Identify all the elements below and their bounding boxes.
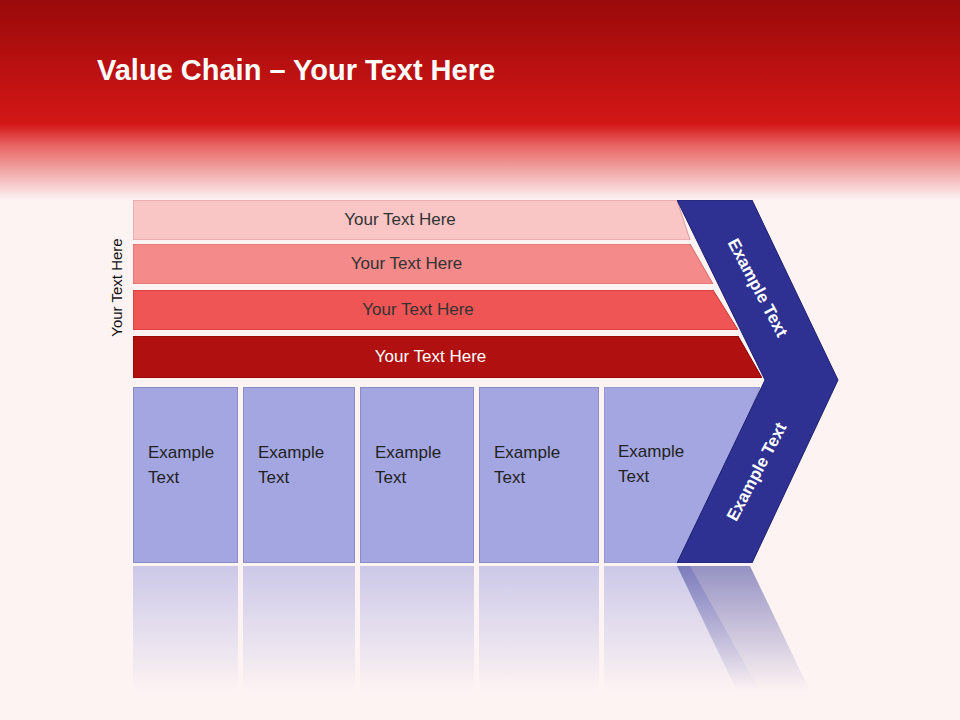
support-band: Your Text Here: [133, 200, 691, 240]
box-text: Example Text: [618, 439, 698, 489]
box-text: Example Text: [494, 440, 574, 490]
chevron-margin: Example TextExample Text: [677, 200, 839, 563]
band-text: Your Text Here: [133, 200, 667, 240]
support-band: Your Text Here: [133, 244, 713, 284]
primary-activity-box: Example Text: [360, 387, 474, 563]
support-band: Your Text Here: [133, 336, 762, 378]
band-text: Your Text Here: [133, 336, 728, 378]
shape-fill: [133, 200, 690, 240]
slide-title: Value Chain – Your Text Here: [97, 54, 495, 87]
box-text: Example Text: [148, 440, 228, 490]
shape-fill: [677, 200, 838, 563]
side-label: Your Text Here: [108, 238, 125, 336]
header-band: [0, 0, 960, 200]
primary-activity-box: Example Text: [243, 387, 355, 563]
box-text: Example Text: [258, 440, 338, 490]
support-band: Your Text Here: [133, 290, 738, 330]
primary-activity-box: Example Text: [479, 387, 599, 563]
shape-outline: [677, 200, 839, 563]
shape-fill: [133, 244, 713, 284]
band-text: Your Text Here: [133, 290, 703, 330]
reflection: [133, 566, 810, 691]
shape-fill: [133, 336, 762, 378]
primary-activity-box: Example Text: [133, 387, 238, 563]
shape-fill: [133, 290, 738, 330]
band-text: Your Text Here: [133, 244, 680, 284]
box-text: Example Text: [375, 440, 455, 490]
